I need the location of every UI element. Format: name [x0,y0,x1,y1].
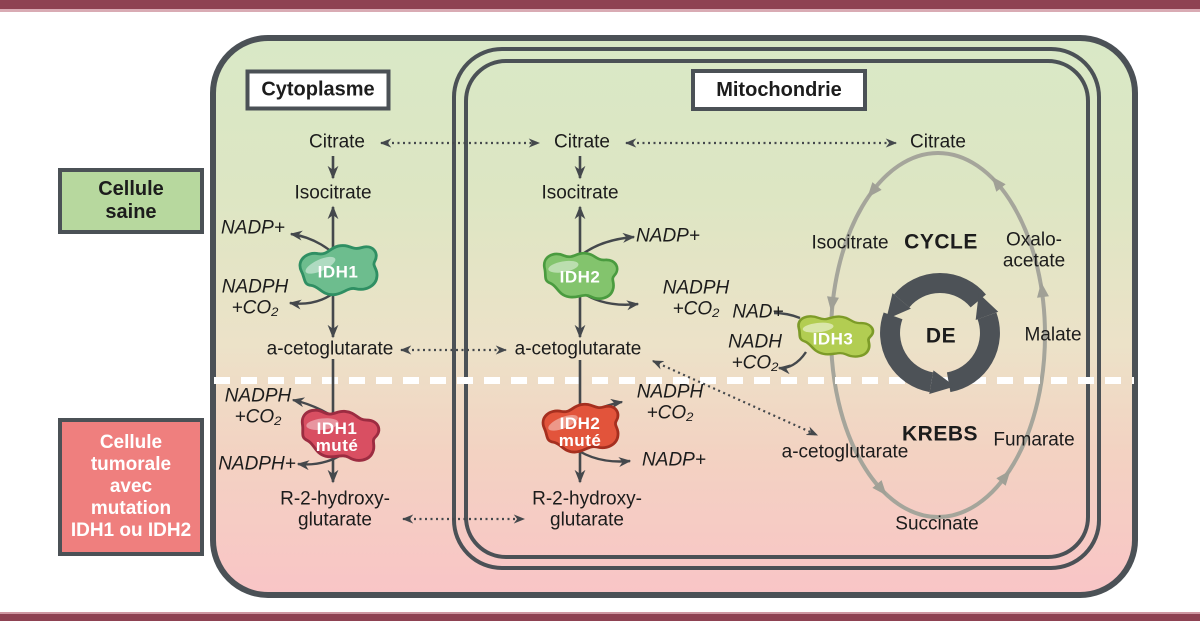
krebs-title-de: DE [925,324,957,348]
idh3-enzyme-label: IDH3 [812,329,854,349]
mito-nadp-label: NADP+ [636,225,700,247]
cellule-tumorale-box: Cellule tumorale avec mutation IDH1 ou I… [58,418,204,556]
idh2-mut-enzyme-label: IDH2 muté [558,414,602,450]
metabolite-shuttle-arrows [379,138,898,524]
krebs-malate-label: Malate [1024,324,1082,346]
mitochondrion-inner-membrane [464,59,1090,559]
bottom-journal-bar [0,612,1200,621]
krebs-fumarate-label: Fumarate [993,429,1075,451]
krebs-isocitrate-label: Isocitrate [811,232,889,254]
krebs-cycle-icon [880,273,1000,395]
idh2-mut-enzyme-blob [541,402,620,454]
mitochondrie-title-box: Mitochondrie [691,69,867,111]
krebs-title-cycle: CYCLE [904,230,978,254]
cyto-isocitrate-label: Isocitrate [294,182,372,204]
mitochondrion-outer-membrane [452,47,1101,570]
krebs-ring-arrowheads [827,176,1049,496]
mito-mut-nadp-label: NADP+ [642,449,706,471]
cyto-acetoglutarate-label: a-cetoglutarate [266,338,394,360]
mito-r2hg-label: R-2-hydroxy- glutarate [532,488,642,530]
mito-isocitrate-label: Isocitrate [541,182,619,204]
idh3-nad-label: NAD+ [732,301,784,323]
top-journal-bar [0,0,1200,12]
krebs-title-krebs: KREBS [901,422,979,446]
cellule-saine-box: Cellule saine [58,168,204,234]
idh1-enzyme-label: IDH1 [317,262,359,282]
krebs-succinate-label: Succinate [895,513,979,535]
idh1-mut-enzyme-label: IDH1 muté [315,419,359,455]
idh3-nadh-co2-arrow [777,351,807,375]
enzyme-blobs [298,244,875,462]
idh2-enzyme-label: IDH2 [559,267,601,287]
idh3-nadh-co2-label: NADH +CO₂ [728,331,782,373]
idh1-enzyme-blob [298,244,379,297]
krebs-citrate-label: Citrate [910,131,966,153]
idh3-enzyme-blob [797,315,875,358]
acetoglutarate-mito-krebs-dotted-arrow [651,359,819,437]
mito-acetoglutarate-label: a-cetoglutarate [514,338,642,360]
idh3-nad-line [773,311,801,320]
cyto-mut-nadph-label: NADPH+ [218,453,296,475]
krebs-acetoglutarate-label: a-cetoglutarate [781,441,909,463]
cytoplasme-title-box: Cytoplasme [245,69,391,111]
idh2-enzyme-blob [542,251,619,300]
mito-citrate-label: Citrate [554,131,610,153]
mito-nadph-co2-label: NADPH +CO₂ [662,277,730,319]
cyto-nadp-label: NADP+ [221,217,285,239]
cyto-r2hg-label: R-2-hydroxy- glutarate [280,488,390,530]
idh1-mut-enzyme-blob [300,408,381,462]
krebs-oxaloacetate-label: Oxalo- acetate [1002,229,1066,271]
mito-mut-nadph-co2-label: NADPH +CO₂ [636,381,704,423]
cyto-mut-nadph-co2-label: NADPH +CO₂ [224,385,292,427]
cyto-nadph-co2-label: NADPH +CO₂ [221,276,289,318]
cyto-citrate-label: Citrate [309,131,365,153]
